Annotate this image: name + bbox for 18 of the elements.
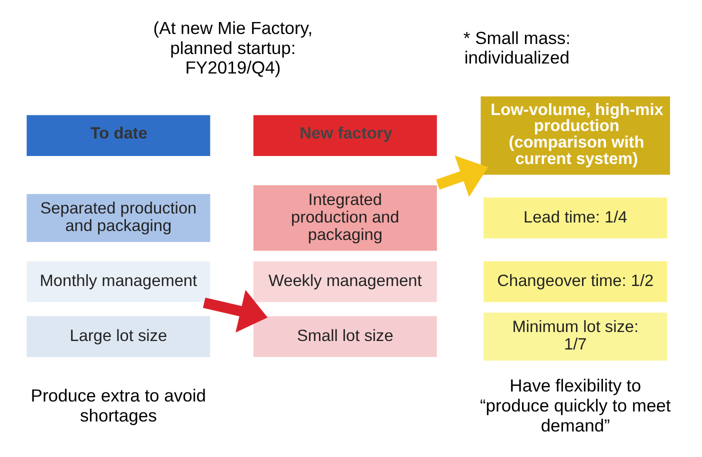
label: Produce extra to avoid shortages (30, 385, 206, 426)
label: (At new Mie Factory, planned startup: FY2019/Q4) (153, 18, 313, 78)
node-box: Separated production and packaging (26, 192, 212, 244)
arrow (436, 156, 488, 197)
node-box: Large lot size (26, 314, 212, 358)
node-box: Monthly management (26, 260, 212, 304)
label: Have flexibility to “produce quickly to meet demand” (480, 376, 671, 436)
node-box: New factory (252, 114, 438, 158)
label: * Small mass: individualized (463, 28, 570, 68)
node-box: Low-volume, high-mix production (comparison with current system) (480, 95, 672, 176)
node-box: Minimum lot size: 1/7 (482, 311, 668, 362)
node-box: Small lot size (252, 314, 438, 358)
node-box: To date (26, 114, 212, 158)
node-box: Integrated production and packaging (252, 184, 438, 252)
node-box: Changeover time: 1/2 (482, 260, 668, 304)
node-box: Lead time: 1/4 (482, 196, 668, 240)
node-box: Weekly management (252, 260, 438, 304)
arrow (202, 290, 268, 332)
